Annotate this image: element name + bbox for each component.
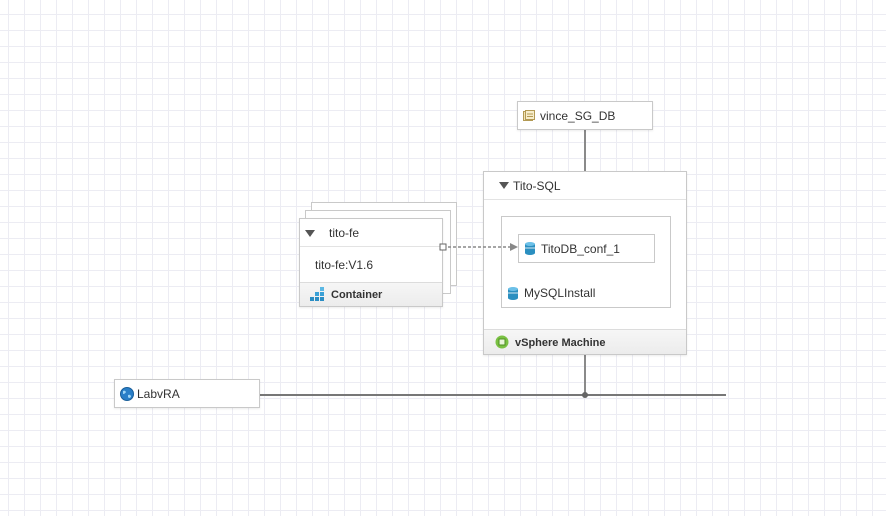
machine-type-bar: vSphere Machine — [484, 329, 686, 354]
software-component-label: TitoDB_conf_1 — [541, 242, 620, 256]
database-icon — [508, 287, 518, 300]
database-icon — [525, 242, 535, 255]
security-group-icon — [523, 110, 535, 122]
machine-network-connector-line — [584, 354, 586, 396]
network-label: LabvRA — [137, 387, 180, 401]
machine-type-label: vSphere Machine — [515, 337, 606, 349]
security-group-node[interactable]: vince_SG_DB — [517, 101, 653, 130]
vsphere-icon — [495, 335, 509, 349]
container-type-label: Container — [331, 289, 383, 301]
network-junction-dot — [582, 392, 588, 398]
software-install-label: MySQLInstall — [524, 286, 596, 300]
network-globe-icon — [120, 387, 134, 401]
container-type-bar: Container — [300, 282, 442, 306]
container-header[interactable]: tito-fe — [300, 219, 442, 247]
dependency-arrow — [439, 243, 518, 251]
collapse-triangle-icon[interactable] — [499, 182, 509, 189]
security-group-label: vince_SG_DB — [540, 109, 616, 123]
collapse-triangle-icon[interactable] — [305, 230, 315, 237]
machine-name: Tito-SQL — [513, 179, 561, 193]
container-image-label: tito-fe:V1.6 — [315, 258, 374, 272]
network-bus-line — [259, 394, 726, 396]
container-icon — [310, 287, 326, 302]
network-node[interactable]: LabvRA — [114, 379, 260, 408]
sg-connector-line — [584, 130, 586, 172]
machine-header[interactable]: Tito-SQL — [484, 172, 686, 200]
machine-node[interactable]: Tito-SQL TitoDB_conf_1 MySQLInstall — [483, 171, 687, 355]
container-node[interactable]: tito-fe tito-fe:V1.6 Container — [299, 218, 443, 307]
software-group: TitoDB_conf_1 MySQLInstall — [501, 216, 671, 308]
container-name: tito-fe — [329, 226, 360, 240]
software-component-node[interactable]: TitoDB_conf_1 — [518, 234, 655, 263]
